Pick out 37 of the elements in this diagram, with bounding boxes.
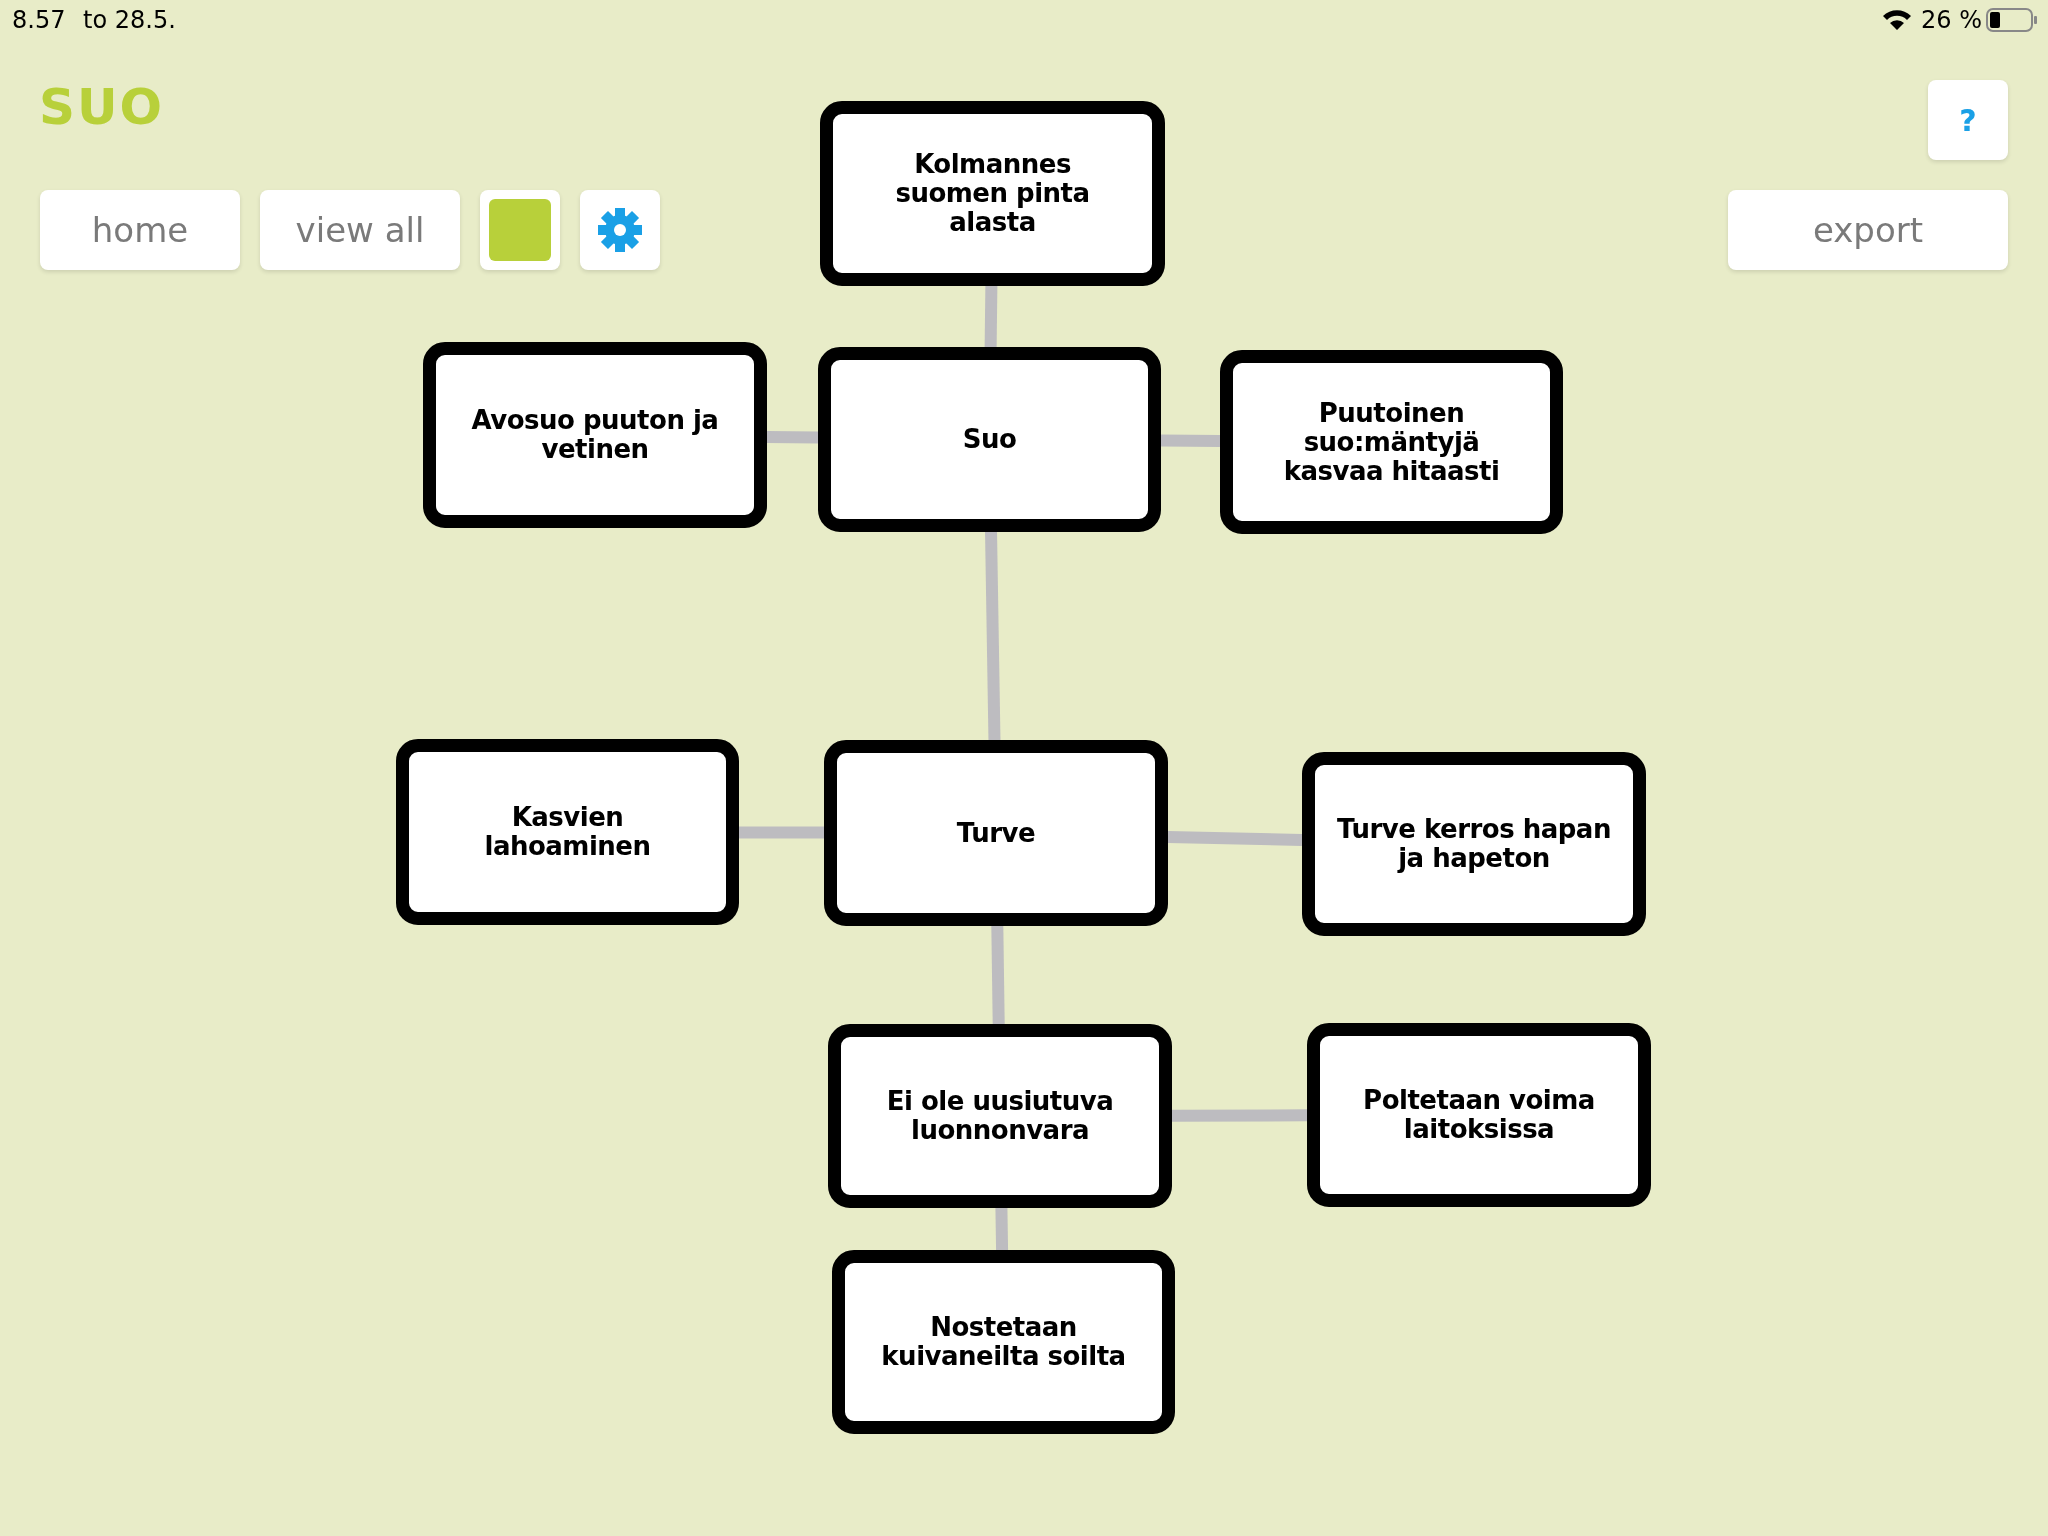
topic-box [832,1250,1175,1434]
battery-percentage: 26 % [1921,6,1982,34]
connector-line [738,826,825,839]
topic-box [824,740,1168,926]
connector-line [766,430,819,444]
topic-box [828,1024,1172,1208]
topic-box [818,347,1161,532]
topic-text: Turve kerros hapan ja hapeton [1337,815,1611,873]
topic-text: Puutoinen suo:mäntyjä kasvaa hitaasti [1282,398,1501,486]
topic-box [396,739,739,925]
topic-box [820,101,1165,286]
help-button: ? [1928,80,2008,160]
connector-line [985,531,1001,741]
topic-text: Kasvien lahoaminen [483,803,652,861]
topic-box [423,342,767,528]
topic-text: Nostetaan kuivaneilta soilta [880,1313,1127,1371]
status-date: to 28.5. [83,6,176,34]
topic-text: Turve [956,818,1036,848]
connector-line [1171,1109,1308,1122]
connector-line [995,1207,1009,1251]
topic-text: Avosuo puuton ja vetinen [470,406,720,464]
view-all-button: view all [260,190,460,270]
map-title: SUO [39,78,165,136]
export-button: export [1728,190,2008,270]
topic-text: Poltetaan voima laitoksissa [1362,1086,1596,1144]
topic-text: Suo [962,425,1017,454]
topic-text: Ei ole uusiutuva luonnonvara [885,1087,1115,1145]
connector-line [991,925,1005,1025]
topic-text: Kolmannes suomen pinta alasta [894,150,1091,237]
connector-line [1167,830,1303,847]
topic-box [1220,350,1563,534]
connector-line [1160,434,1221,447]
topic-box [1302,752,1646,936]
topic-box [1307,1023,1651,1207]
connector-line [984,285,998,348]
home-button: home [40,190,240,270]
status-time: 8.57 [12,6,66,34]
